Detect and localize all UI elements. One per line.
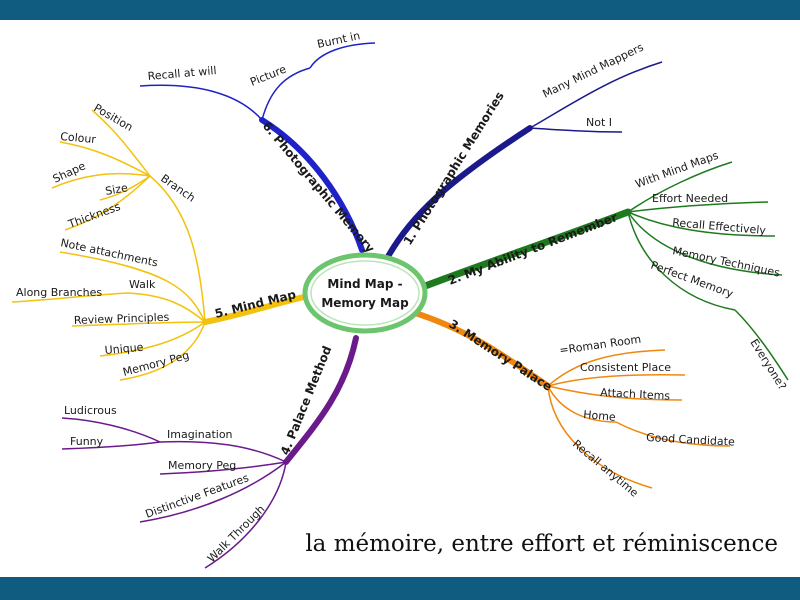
thickness-label: Thickness bbox=[66, 200, 123, 231]
colour-label: Colour bbox=[60, 130, 97, 146]
caption: la mémoire, entre effort et réminiscence bbox=[305, 531, 778, 557]
funny-label: Funny bbox=[70, 435, 104, 448]
branch-1-photographic-memories: 1. Photographic Memories Many Mind Mappe… bbox=[382, 40, 663, 265]
branch-2-line bbox=[416, 208, 632, 292]
central-node: Mind Map - Memory Map bbox=[302, 252, 428, 334]
burnt-in-label: Burnt in bbox=[316, 29, 361, 51]
center-title-line2: Memory Map bbox=[321, 296, 409, 310]
everyone-label: Everyone? bbox=[747, 337, 789, 393]
branch-6-label: 6. Photographic Memory bbox=[260, 119, 378, 256]
branch-5-line bbox=[202, 293, 311, 325]
imagination-label: Imagination bbox=[167, 428, 233, 441]
branch-5-mind-map: 5. Mind Map Branch Position Colour Shape… bbox=[11, 101, 311, 381]
branch-6-photographic-memory: 6. Photographic Memory Recall at will Pi… bbox=[139, 29, 378, 256]
recall-anytime-label: Recall anytime bbox=[570, 437, 641, 499]
branch-3-memory-palace: 3. Memory Palace =Roman Room Consistent … bbox=[409, 309, 735, 500]
branch-2-ability-to-remember: 2. My Ability to Remember With Mind Maps… bbox=[416, 149, 789, 393]
branch-2-label: 2. My Ability to Remember bbox=[446, 210, 619, 288]
consistent-place-label: Consistent Place bbox=[580, 361, 671, 374]
mind-map-diagram: 1. Photographic Memories Many Mind Mappe… bbox=[11, 29, 789, 569]
walk-through-label: Walk Through bbox=[205, 503, 268, 566]
position-label: Position bbox=[92, 101, 136, 134]
recall-at-will-label: Recall at will bbox=[147, 64, 217, 83]
attach-items-label: Attach Items bbox=[600, 386, 671, 403]
center-title-line1: Mind Map - bbox=[327, 277, 402, 291]
branch-1-label: 1. Photographic Memories bbox=[401, 89, 507, 247]
ludicrous-label: Ludicrous bbox=[64, 404, 117, 417]
branch-3-label: 3. Memory Palace bbox=[446, 317, 554, 394]
branch-1-line bbox=[382, 125, 533, 265]
branch-3-line bbox=[409, 309, 551, 389]
home-label: Home bbox=[583, 408, 617, 424]
branch-label: Branch bbox=[158, 172, 197, 205]
memory-peg-label-4: Memory Peg bbox=[168, 459, 236, 472]
branch-4-line bbox=[283, 335, 359, 465]
walk-label: Walk bbox=[129, 278, 156, 291]
not-i-label: Not I bbox=[586, 116, 612, 129]
branch-6-line bbox=[259, 117, 365, 253]
top-band bbox=[0, 0, 800, 20]
note-attachments-label: Note attachments bbox=[59, 236, 159, 269]
good-candidate-label: Good Candidate bbox=[646, 431, 735, 449]
unique-label: Unique bbox=[104, 341, 144, 357]
picture-label: Picture bbox=[248, 62, 288, 88]
distinctive-features-label: Distinctive Features bbox=[144, 471, 251, 521]
bottom-band bbox=[0, 577, 800, 600]
effort-needed-label: Effort Needed bbox=[652, 192, 728, 205]
along-branches-label: Along Branches bbox=[16, 286, 102, 299]
review-principles-label: Review Principles bbox=[74, 311, 170, 327]
size-label: Size bbox=[104, 181, 129, 198]
